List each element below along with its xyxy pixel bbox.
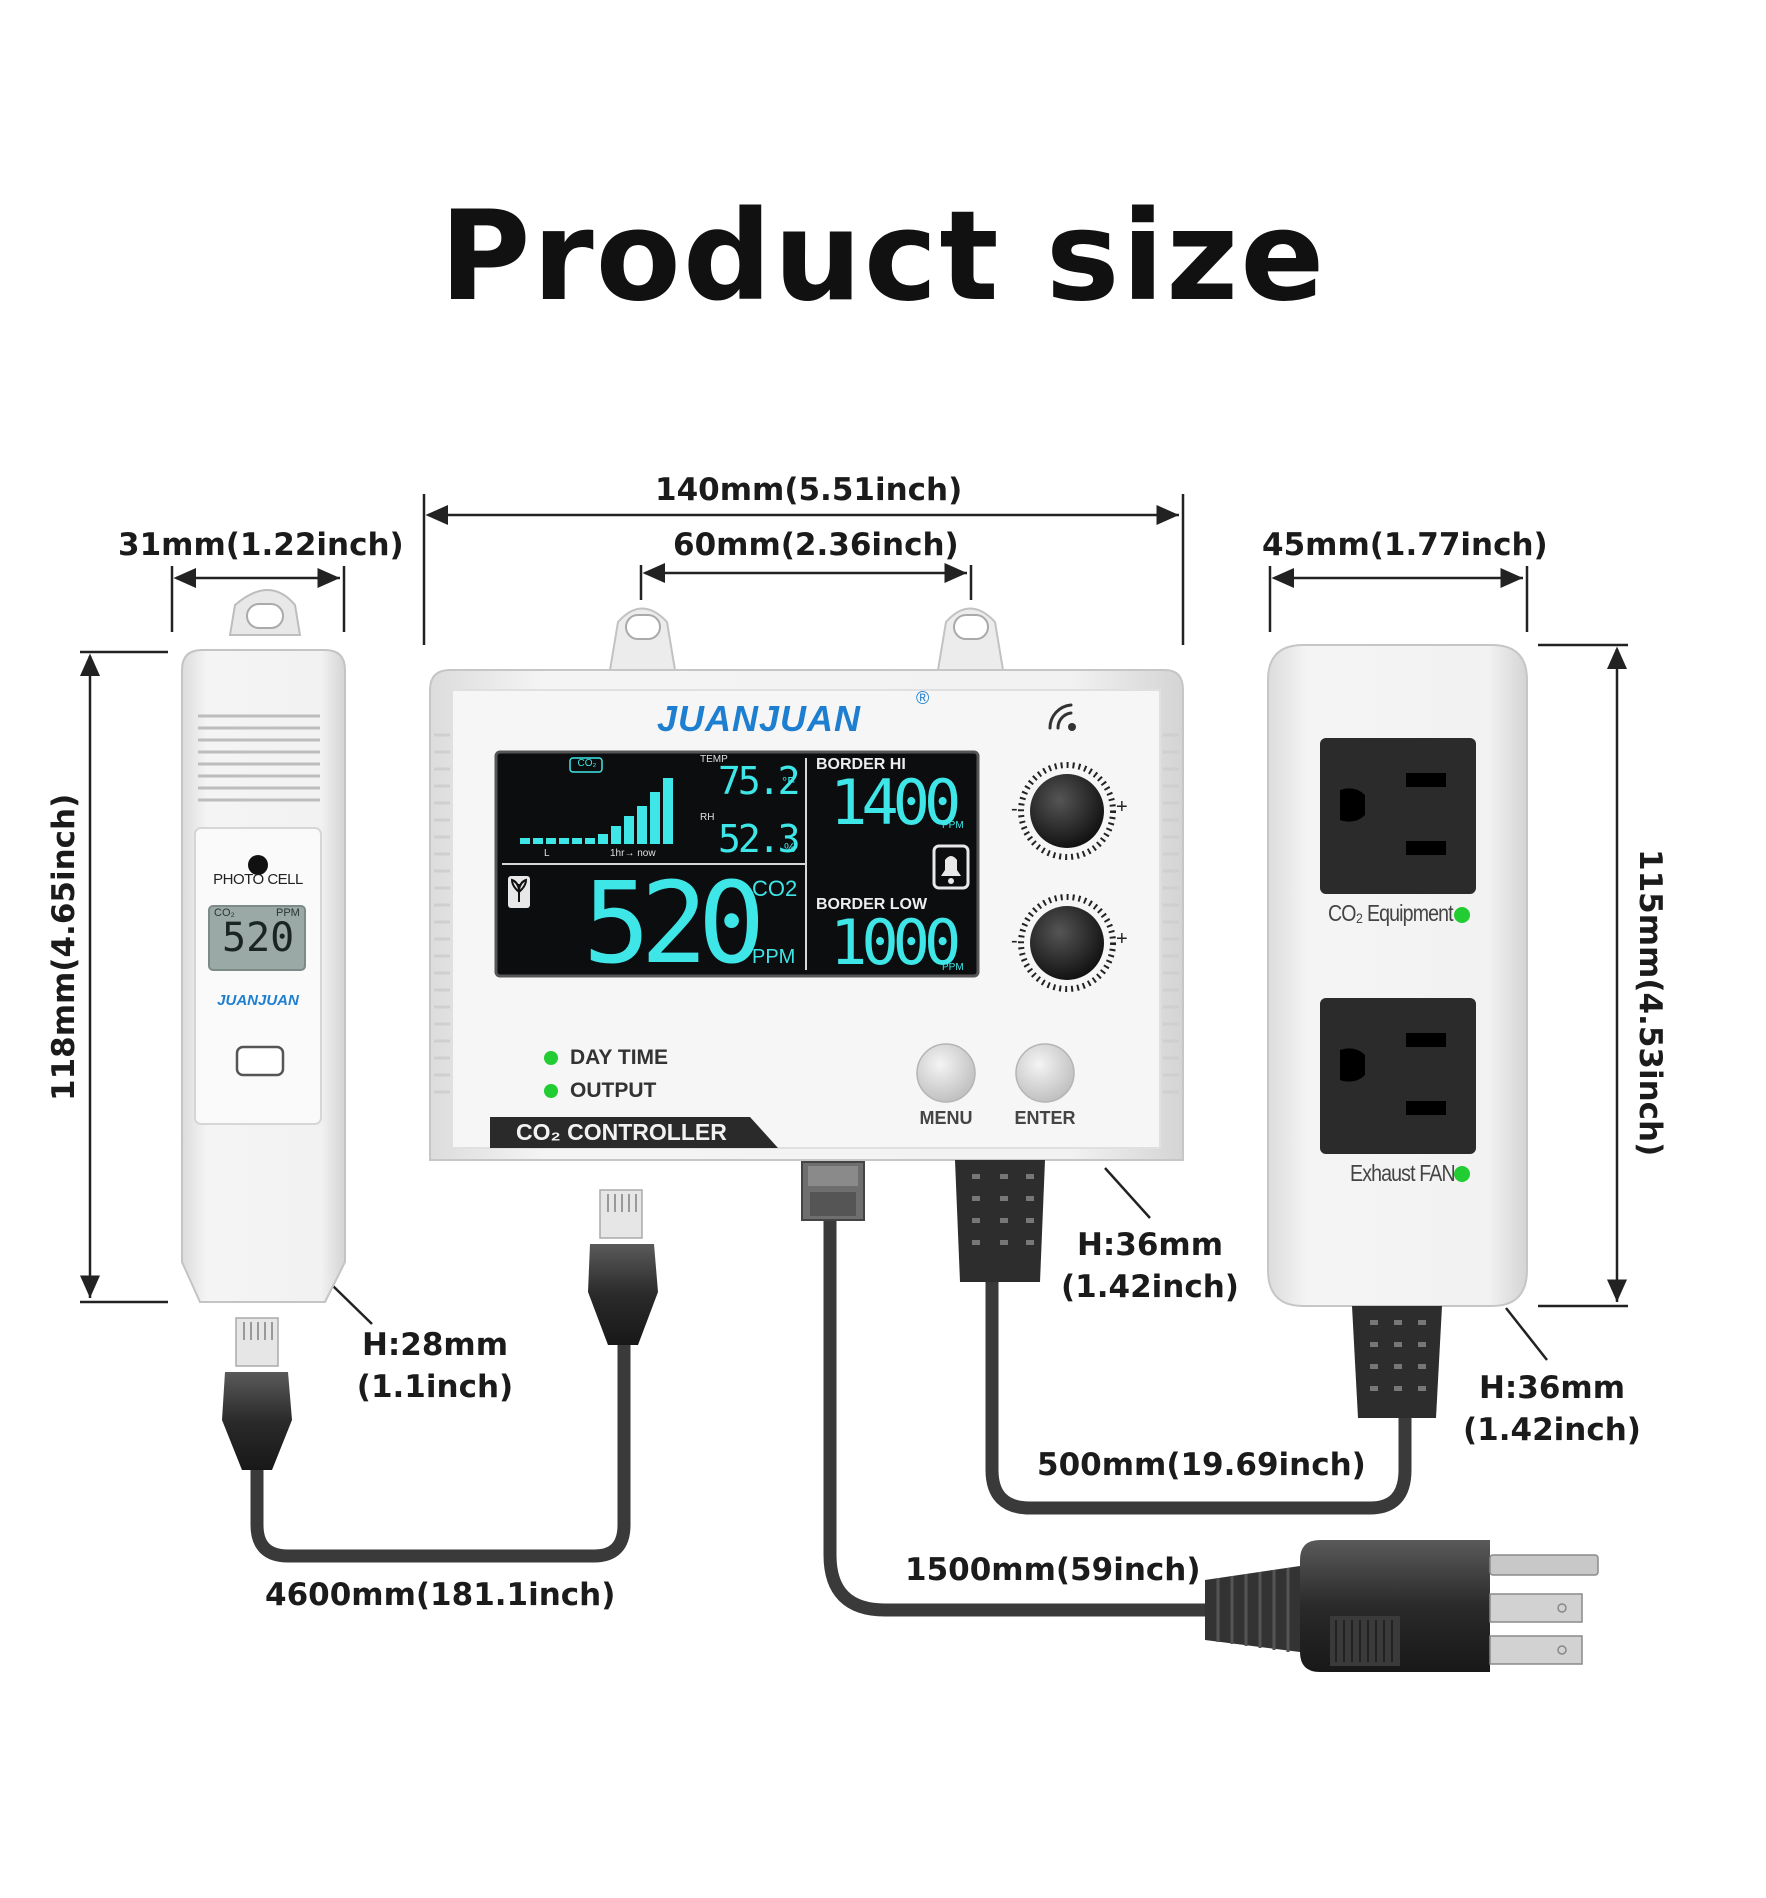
wifi-icon bbox=[1048, 703, 1076, 731]
enter-label: ENTER bbox=[1014, 1108, 1076, 1128]
lcd-rh-unit: % bbox=[784, 840, 796, 855]
dual-outlet-box bbox=[1267, 644, 1528, 1418]
sensor-height-label: 118mm(4.65inch) bbox=[46, 793, 82, 1101]
power-cable-length: 1500mm(59inch) bbox=[905, 1552, 1201, 1588]
controller-depth-mm: H:36mm bbox=[1076, 1227, 1224, 1263]
hole-spacing-label: 60mm(2.36inch) bbox=[673, 527, 959, 563]
controller-depth-inch: (1.42inch) bbox=[1061, 1268, 1239, 1305]
output-led bbox=[544, 1084, 558, 1098]
plug-prong-ground bbox=[1489, 1554, 1599, 1576]
co2-sensor-probe bbox=[181, 589, 346, 1303]
sensor-cable-length: 4600mm(181.1inch) bbox=[265, 1577, 616, 1613]
lcd-rh-label: RH bbox=[700, 812, 715, 823]
sensor-button bbox=[235, 1045, 285, 1077]
co2-equipment-label: CO₂ Equipment bbox=[1328, 900, 1454, 926]
rj-connector-left bbox=[222, 1317, 292, 1470]
dimension-lines bbox=[80, 494, 1628, 1361]
outlet-cord-strain-relief bbox=[955, 1160, 1045, 1282]
sensor-port bbox=[801, 1161, 865, 1221]
menu-button-shape bbox=[916, 1043, 976, 1103]
co2-equipment-led bbox=[1454, 907, 1470, 923]
exhaust-fan-label: Exhaust FAN bbox=[1350, 1160, 1456, 1186]
day-time-led bbox=[544, 1051, 558, 1065]
outlet-depth-inch: (1.42inch) bbox=[1463, 1411, 1641, 1448]
lcd-border-hi-label: BORDER HI bbox=[816, 756, 906, 773]
sensor-depth-mm: H:28mm bbox=[361, 1327, 509, 1363]
knob-hi-minus: - bbox=[1011, 798, 1018, 820]
lcd-temp-label: TEMP bbox=[700, 754, 728, 765]
lcd-co2-value: 520 bbox=[583, 859, 765, 989]
lcd-co2-ppm: PPM bbox=[752, 946, 796, 968]
plug-prong-neutral bbox=[1489, 1593, 1583, 1623]
knob-low-minus: - bbox=[1011, 930, 1018, 952]
knob-low-plus: + bbox=[1116, 928, 1128, 950]
outlet-cable-length: 500mm(19.69inch) bbox=[1037, 1447, 1366, 1483]
menu-label: MENU bbox=[919, 1108, 973, 1128]
page-title: Product size bbox=[439, 185, 1327, 329]
knob-hi-plus: + bbox=[1116, 796, 1128, 818]
co2-controller-unit bbox=[429, 607, 1184, 1282]
lcd-temp-value: 75.2 bbox=[718, 759, 800, 803]
sensor-brand-logo: JUANJUAN bbox=[217, 992, 299, 1009]
sensor-ppm-label: PPM bbox=[276, 907, 300, 919]
lcd-co2-label: CO2 bbox=[752, 876, 798, 901]
alarm-icon bbox=[932, 844, 970, 890]
sensor-vent bbox=[198, 714, 320, 802]
sensor-co2-value: 520 bbox=[222, 915, 295, 961]
sensor-lcd bbox=[208, 905, 306, 971]
co2-history-graph bbox=[520, 778, 673, 844]
lcd-border-hi-ppm: PPM bbox=[942, 820, 964, 831]
photo-cell-label: PHOTO CELL bbox=[213, 871, 303, 888]
border-low-knob bbox=[1018, 894, 1116, 992]
output-label: OUTPUT bbox=[570, 1079, 657, 1102]
lcd-border-low-ppm: PPM bbox=[942, 962, 964, 973]
controller-depth-label: H:36mm (1.42inch) bbox=[1060, 1225, 1240, 1309]
lcd-border-low-value: 1000 bbox=[830, 906, 961, 979]
outlet-depth-label: H:36mm (1.42inch) bbox=[1462, 1368, 1642, 1452]
day-mode-icon bbox=[508, 876, 530, 908]
outlet-top bbox=[1320, 738, 1476, 894]
lcd-graph-left: L bbox=[544, 848, 550, 859]
plug-prong-hot bbox=[1489, 1635, 1583, 1665]
sensor-co2-label: CO₂ bbox=[214, 907, 235, 919]
controller-brand-logo: JUANJUAN bbox=[657, 698, 862, 739]
border-hi-knob bbox=[1018, 762, 1116, 860]
registered-mark: ® bbox=[916, 688, 930, 708]
outlet-depth-mm: H:36mm bbox=[1478, 1370, 1626, 1406]
controller-width-label: 140mm(5.51inch) bbox=[655, 472, 963, 508]
lcd-co2-tag: CO₂ bbox=[577, 758, 597, 769]
lcd-border-low-label: BORDER LOW bbox=[816, 896, 928, 913]
outlet-height-label: 115mm(4.53inch) bbox=[1632, 849, 1668, 1157]
outlet-bottom bbox=[1320, 998, 1476, 1154]
enter-button-shape bbox=[1015, 1043, 1075, 1103]
lcd-border-hi-value: 1400 bbox=[830, 766, 961, 839]
lcd-rh-value: 52.3 bbox=[718, 817, 800, 861]
exhaust-fan-led bbox=[1454, 1166, 1470, 1182]
power-plug bbox=[1205, 1540, 1599, 1672]
cables bbox=[250, 1213, 1412, 1617]
outlet-width-label: 45mm(1.77inch) bbox=[1262, 527, 1548, 563]
photo-cell-sensor bbox=[248, 855, 268, 875]
product-name-label: CO₂ CONTROLLER bbox=[516, 1119, 727, 1145]
lcd-graph-axis: 1hr→ now bbox=[610, 848, 656, 859]
rj-connector-right bbox=[588, 1189, 658, 1345]
day-time-label: DAY TIME bbox=[570, 1046, 669, 1069]
sensor-depth-label: H:28mm (1.1inch) bbox=[350, 1325, 520, 1409]
sensor-depth-inch: (1.1inch) bbox=[356, 1368, 514, 1405]
sensor-width-label: 31mm(1.22inch) bbox=[118, 527, 404, 563]
lcd-temp-unit: °F bbox=[782, 774, 796, 789]
